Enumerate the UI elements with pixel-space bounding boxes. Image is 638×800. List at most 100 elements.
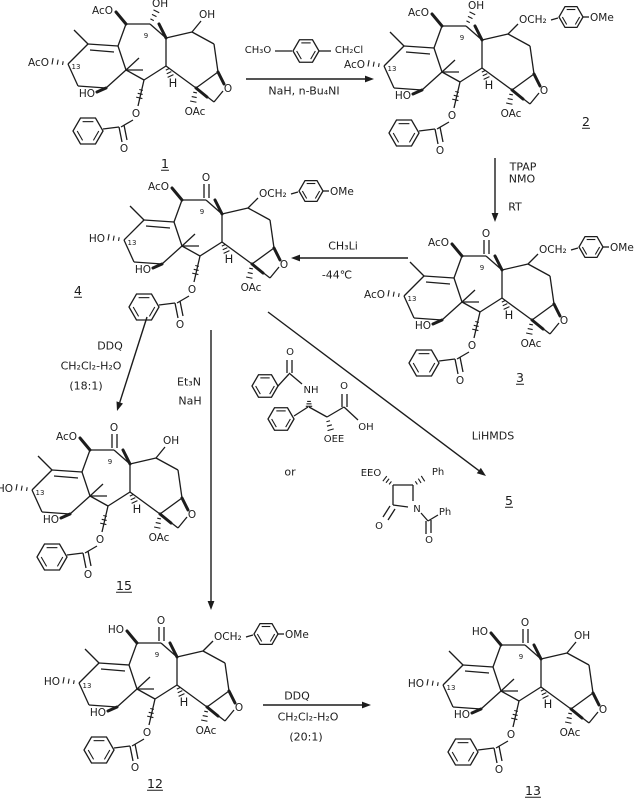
- bond: [441, 301, 463, 321]
- bond: [134, 743, 139, 760]
- bond: [137, 79, 145, 107]
- bond: [438, 358, 456, 362]
- c13-number-label: 13: [408, 295, 417, 303]
- bond: [417, 478, 422, 484]
- bond: [176, 687, 181, 690]
- bond: [103, 514, 108, 517]
- bond: [502, 303, 508, 307]
- bond: [89, 49, 115, 53]
- bond: [541, 692, 547, 696]
- bond: [389, 31, 405, 47]
- lactam-n-label: N: [413, 504, 421, 515]
- bond: [191, 96, 197, 99]
- bond: [191, 20, 202, 33]
- bond: [139, 88, 144, 91]
- wedge-bond: [78, 436, 92, 452]
- bond: [565, 721, 572, 724]
- c7-pmb-och2-label: OCH₂: [259, 188, 287, 200]
- c13-substituent-label: HO: [44, 676, 60, 688]
- bond: [436, 121, 450, 130]
- bond: [143, 65, 167, 81]
- bond: [469, 11, 476, 16]
- bond: [383, 45, 405, 67]
- beta-lactam-structure: [382, 475, 439, 534]
- bond: [199, 241, 223, 257]
- c13-number-label: 13: [128, 239, 137, 247]
- bond: [507, 23, 519, 35]
- bond: [222, 247, 228, 251]
- bond: [518, 686, 542, 702]
- bond: [100, 668, 126, 672]
- lactam-benzoyl-o-label: O: [425, 535, 433, 546]
- bond: [107, 491, 131, 507]
- bond: [25, 487, 28, 492]
- bond: [174, 302, 179, 319]
- bond: [251, 247, 275, 265]
- bond: [166, 71, 172, 75]
- c7-pmb-och2-label: OCH₂: [519, 14, 547, 26]
- bond: [427, 514, 439, 522]
- wedge-bond: [552, 302, 562, 318]
- bond: [193, 255, 201, 283]
- wedge-bond: [216, 70, 226, 86]
- c9-ketone-o-label: O: [202, 172, 210, 184]
- bond: [202, 640, 214, 652]
- side-chain-acid-structure: [251, 360, 359, 432]
- bond: [308, 406, 328, 418]
- bond: [223, 250, 230, 254]
- c4-oac-label: OAc: [149, 532, 170, 544]
- c7-hydroxyl-label: OH: [574, 630, 590, 642]
- bond: [143, 219, 175, 223]
- bond: [290, 191, 299, 195]
- bond: [418, 128, 436, 132]
- bond: [78, 662, 100, 684]
- bond: [452, 706, 482, 710]
- bond: [82, 552, 87, 569]
- bond: [456, 351, 470, 360]
- bond: [414, 481, 418, 485]
- bond: [495, 740, 509, 749]
- bond: [84, 648, 100, 664]
- bond: [165, 65, 197, 89]
- bond: [461, 289, 476, 303]
- c13-number-label: 13: [388, 65, 397, 73]
- bond: [277, 373, 290, 387]
- bond: [87, 749, 95, 760]
- bond: [56, 59, 59, 65]
- bond: [51, 469, 83, 473]
- bond: [442, 664, 464, 686]
- bond: [372, 61, 375, 67]
- bond: [388, 481, 392, 485]
- bond: [594, 246, 601, 255]
- bond: [441, 71, 461, 83]
- bond: [137, 92, 143, 95]
- bond: [67, 678, 70, 684]
- c13-number-label: 13: [83, 682, 92, 690]
- reaction-arrow: [263, 701, 371, 709]
- bond: [256, 633, 263, 642]
- wedge-bond: [510, 88, 525, 101]
- bond: [176, 295, 190, 304]
- bond: [431, 680, 434, 686]
- bond: [20, 485, 23, 491]
- bond: [221, 244, 226, 247]
- bond: [247, 207, 271, 221]
- bond: [568, 712, 573, 715]
- c13-substituent-label: AcO: [344, 59, 365, 71]
- reaction-arrow: [491, 158, 499, 222]
- bond: [119, 316, 148, 403]
- bond: [201, 719, 208, 722]
- bond: [326, 406, 345, 418]
- benzoate-phenyl-ring: [388, 119, 420, 147]
- bond: [392, 504, 409, 508]
- benzoyl-o-label: O: [131, 762, 139, 774]
- c9-number-label: 9: [144, 32, 148, 40]
- wedge-bond: [569, 707, 584, 720]
- bond: [31, 489, 43, 513]
- bond: [177, 516, 188, 529]
- bond: [249, 267, 254, 270]
- pmb-phenyl-ring: [578, 235, 604, 259]
- oxetane-o-label: O: [188, 509, 196, 521]
- bond: [492, 666, 502, 692]
